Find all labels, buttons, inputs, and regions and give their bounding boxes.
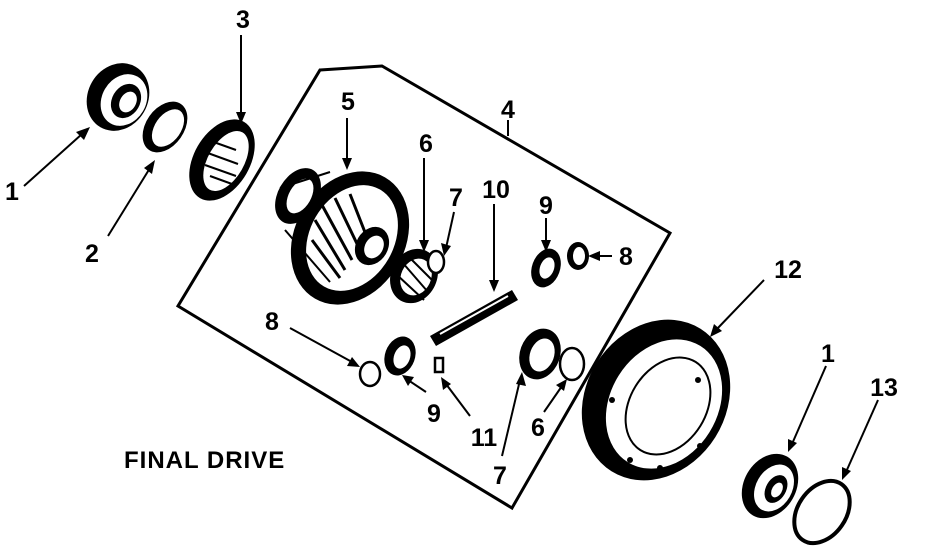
side-gear-upper	[390, 248, 438, 304]
callout-label: 8	[265, 308, 279, 336]
thrust-washer-right	[567, 242, 589, 270]
diagram-title: FINAL DRIVE	[124, 447, 285, 474]
washer-ring	[142, 101, 188, 153]
callout-label: 6	[419, 130, 433, 158]
pinion-gear-upper	[531, 248, 561, 288]
leader-lines	[23, 35, 879, 480]
callout-label: 5	[341, 88, 355, 116]
ring-gear	[581, 319, 731, 481]
lock-pin	[433, 356, 445, 374]
callout-label: 9	[539, 192, 553, 220]
thrust-washer-lower	[358, 360, 382, 388]
callout-label: 1	[5, 178, 19, 206]
adjuster-nut	[189, 119, 255, 201]
callout-label: 10	[482, 176, 510, 204]
callout-label: 1	[821, 340, 835, 368]
thrust-washer-upper	[426, 249, 446, 275]
callout-label: 3	[236, 6, 250, 34]
pinion-gear-lower	[384, 336, 416, 376]
callout-label: 7	[449, 184, 463, 212]
callout-label: 11	[471, 424, 498, 452]
callout-label: 2	[85, 240, 99, 268]
differential-case	[275, 168, 410, 305]
callout-label: 8	[619, 243, 633, 271]
assembly-boundary	[175, 64, 673, 511]
callout-label: 4	[501, 96, 515, 124]
callout-label: 7	[493, 462, 507, 490]
pinion-shaft	[430, 290, 518, 346]
callout-label: 13	[870, 374, 898, 402]
bearing-right	[741, 453, 799, 519]
callout-label: 6	[531, 414, 545, 442]
thrust-washer-side	[558, 346, 586, 382]
bearing-left	[86, 63, 150, 131]
snap-ring	[792, 478, 852, 546]
callout-label: 12	[774, 256, 802, 284]
callout-label: 9	[427, 400, 441, 428]
side-gear-lower	[519, 328, 561, 380]
